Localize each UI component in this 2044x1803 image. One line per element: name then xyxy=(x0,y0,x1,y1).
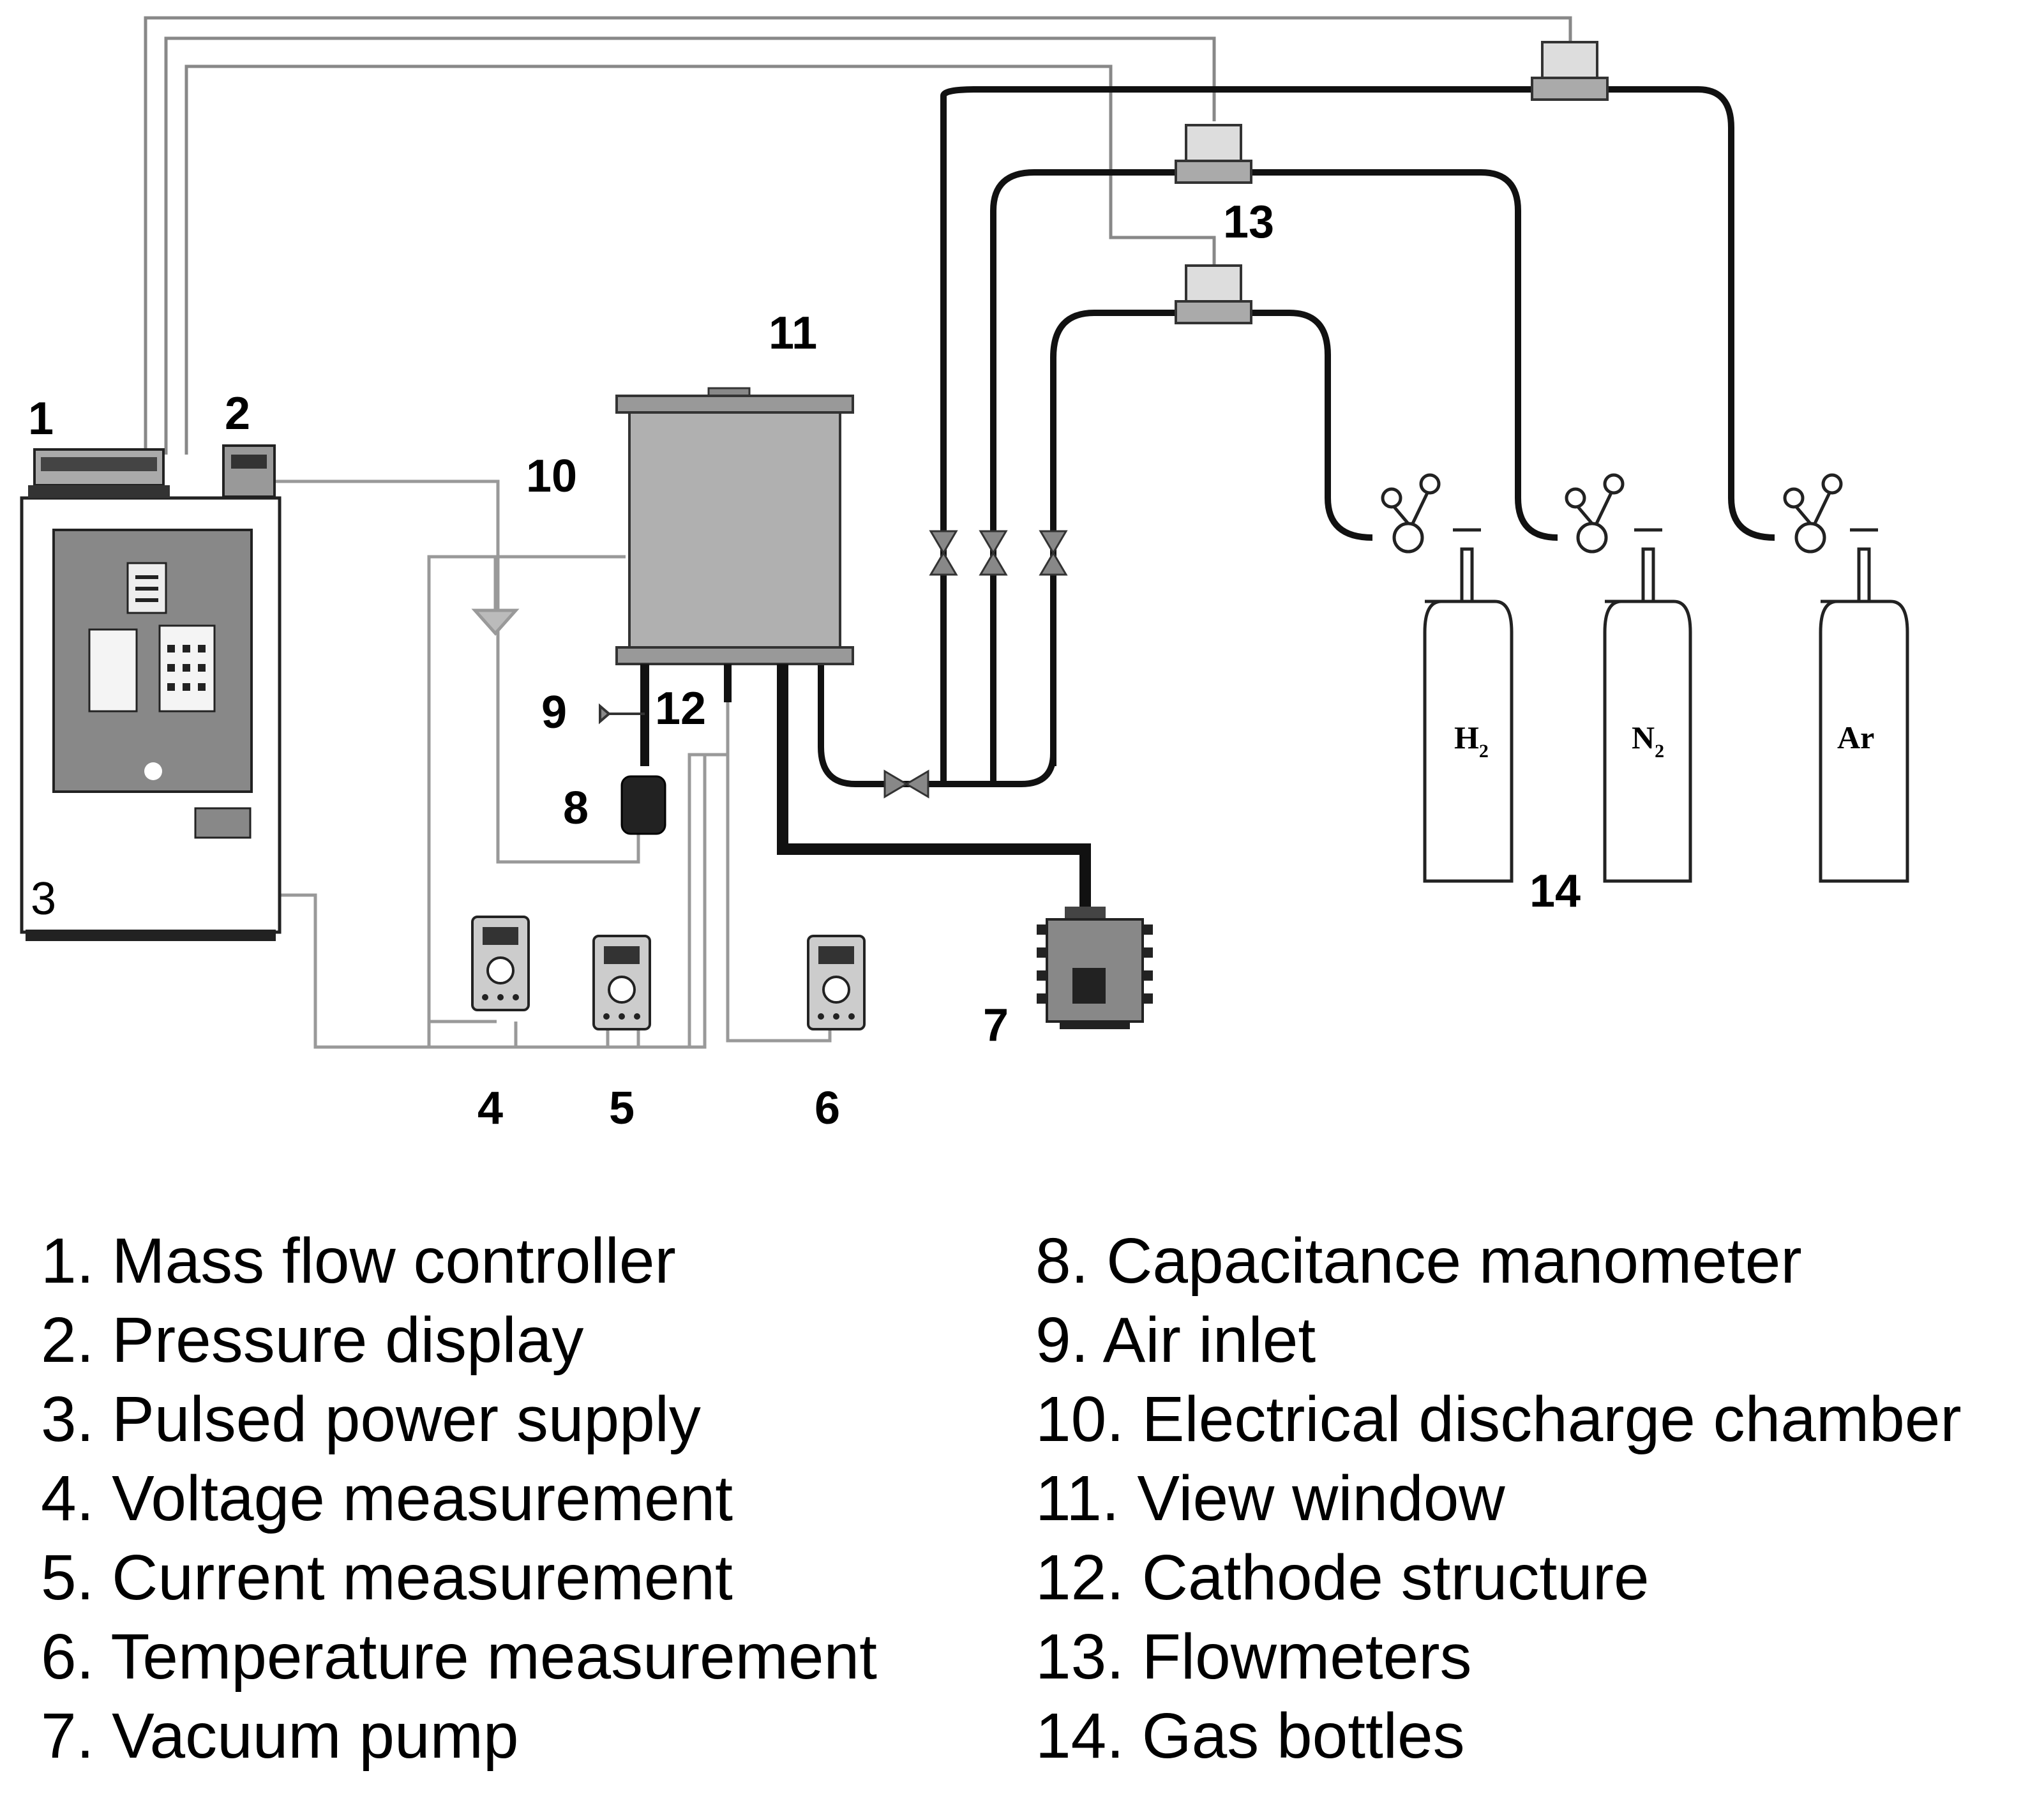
callout-5: 5 xyxy=(609,1083,635,1134)
pressure-display xyxy=(222,444,276,498)
gas-label-n2: N2 xyxy=(1632,720,1664,762)
callout-4: 4 xyxy=(477,1083,503,1134)
callout-10: 10 xyxy=(526,451,577,502)
gas-bottle-h2 xyxy=(1381,473,1514,883)
legend-item: 8. Capacitance manometer xyxy=(1035,1225,1802,1297)
legend-item: 13. Flowmeters xyxy=(1035,1621,1472,1693)
legend-item: 1. Mass flow controller xyxy=(41,1225,676,1297)
legend-item: 5. Current measurement xyxy=(41,1542,733,1613)
legend-item: 6. Temperature measurement xyxy=(41,1621,877,1693)
temperature-meter xyxy=(807,935,866,1030)
flowmeter-h2 xyxy=(1175,264,1252,324)
measurement-wiring xyxy=(276,479,832,1049)
mfc-signal-lines xyxy=(144,16,1572,455)
current-meter xyxy=(592,935,651,1030)
callout-14: 14 xyxy=(1529,866,1581,917)
callout-3: 3 xyxy=(31,873,56,924)
vacuum-pump xyxy=(1037,907,1153,1029)
discharge-chamber xyxy=(615,387,854,665)
mass-flow-controller xyxy=(28,448,170,498)
callout-7: 7 xyxy=(983,1000,1009,1051)
legend-item: 7. Vacuum pump xyxy=(41,1700,519,1772)
legend-item: 11. View window xyxy=(1035,1463,1505,1534)
gas-bottle-ar xyxy=(1783,473,1909,883)
gas-bottle-n2 xyxy=(1565,473,1692,883)
legend-item: 14. Gas bottles xyxy=(1035,1700,1465,1772)
apparatus-diagram: H2 N2 Ar 1 2 3 4 5 6 7 8 9 10 11 12 13 1… xyxy=(20,16,1909,1134)
gas-label-ar: Ar xyxy=(1837,720,1874,755)
legend-item: 4. Voltage measurement xyxy=(41,1463,733,1534)
legend-item: 2. Pressure display xyxy=(41,1304,584,1376)
pulsed-power-supply xyxy=(20,496,282,941)
flowmeter-n2 xyxy=(1175,124,1252,184)
callout-12: 12 xyxy=(655,683,706,734)
gas-lines xyxy=(818,86,1775,787)
gas-label-h2: H2 xyxy=(1454,720,1489,762)
legend: 1. Mass flow controller 2. Pressure disp… xyxy=(0,1226,2044,1788)
callout-6: 6 xyxy=(815,1083,840,1134)
legend-item: 3. Pulsed power supply xyxy=(41,1384,701,1455)
callout-1: 1 xyxy=(28,393,54,444)
air-inlet-valve xyxy=(599,703,645,725)
callout-9: 9 xyxy=(541,687,567,738)
legend-item: 9. Air inlet xyxy=(1035,1304,1316,1376)
voltage-meter xyxy=(471,916,530,1011)
flowmeter-ar xyxy=(1531,41,1609,101)
callout-11: 11 xyxy=(769,308,817,359)
callout-8: 8 xyxy=(563,783,589,834)
callout-2: 2 xyxy=(225,388,250,439)
line-valves xyxy=(883,530,1068,799)
ground-symbol xyxy=(471,557,520,636)
legend-item: 10. Electrical discharge chamber xyxy=(1035,1384,1962,1455)
legend-left-column: 1. Mass flow controller 2. Pressure disp… xyxy=(41,1226,877,1780)
legend-item: 12. Cathode structure xyxy=(1035,1542,1649,1613)
callout-13: 13 xyxy=(1223,197,1274,248)
legend-right-column: 8. Capacitance manometer 9. Air inlet 10… xyxy=(1035,1226,1962,1780)
capacitance-manometer xyxy=(620,775,666,835)
